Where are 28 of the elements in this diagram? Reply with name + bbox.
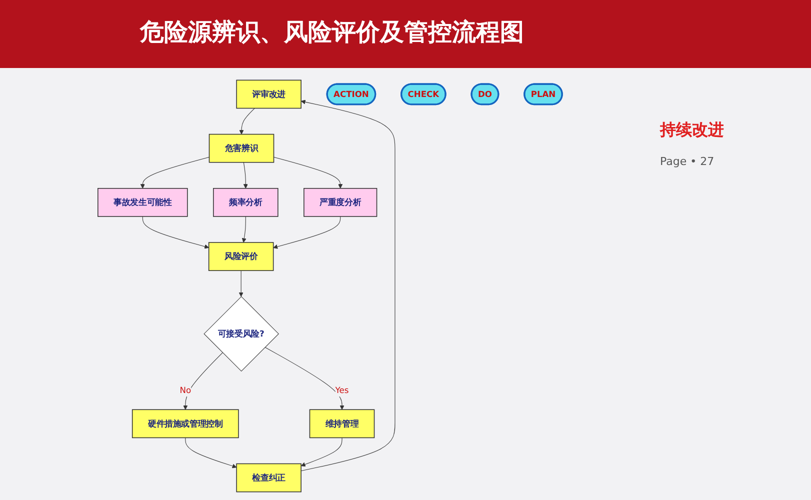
title: 危险源辨识、风险评价及管控流程图 — [140, 17, 524, 48]
node-box: 事故发生可能性 — [98, 188, 188, 217]
arrow — [300, 100, 396, 472]
node-box: 硬件措施或管理控制 — [132, 409, 239, 438]
arrow — [300, 437, 342, 467]
node-diamond: 可接受风险? — [204, 296, 279, 372]
edge-label: Yes — [335, 385, 349, 396]
node-box: 维持管理 — [309, 409, 375, 438]
arrow — [183, 352, 223, 410]
node-box: 检查纠正 — [236, 463, 302, 492]
node-box: 危害辨识 — [208, 134, 274, 163]
arrow — [140, 156, 210, 189]
arrow — [239, 108, 255, 134]
edge-label: No — [180, 385, 192, 396]
note: 持续改进 — [660, 120, 725, 141]
node-box: 评审改进 — [236, 80, 302, 109]
arrow — [242, 216, 246, 243]
arrow — [142, 216, 210, 249]
node-box: 严重度分析 — [304, 188, 378, 217]
arrow — [238, 270, 244, 297]
page-number: Page • 27 — [660, 155, 716, 168]
node-box: 风险评价 — [208, 242, 274, 271]
node-box: 频率分析 — [213, 188, 278, 217]
arrow — [243, 162, 248, 189]
arrow — [274, 156, 343, 189]
arrow — [264, 346, 344, 410]
arrow — [185, 437, 237, 468]
arrow — [273, 216, 341, 249]
